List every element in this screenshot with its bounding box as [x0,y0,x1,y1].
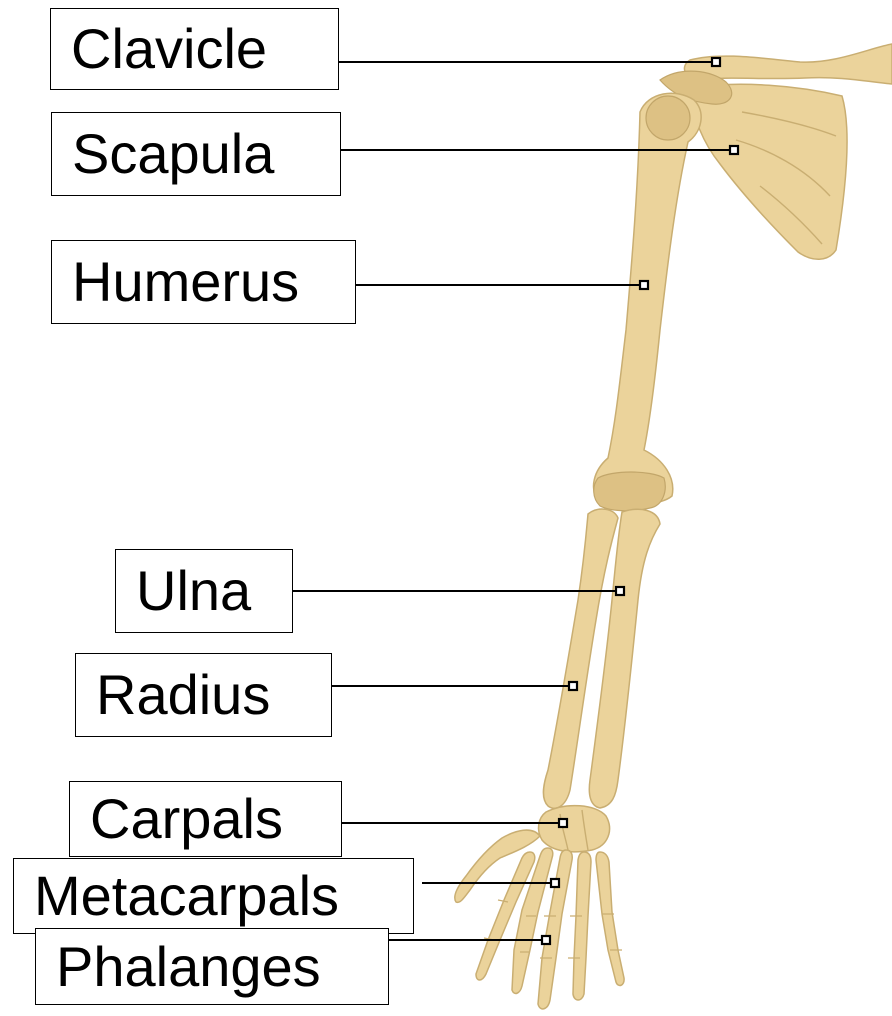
humerus-bone [594,93,702,504]
clavicle-pin-marker [712,58,720,66]
metacarpals-label: Metacarpals [13,858,414,934]
carpals-pin-marker [559,819,567,827]
scapula-pin-marker [730,146,738,154]
elbow-joint [594,472,666,511]
radius-pin-marker [569,682,577,690]
phalanges-label: Phalanges [35,928,389,1005]
scapula-label: Scapula [51,112,341,196]
humerus-pin-marker [640,281,648,289]
radius-label: Radius [75,653,332,737]
scapula-bone [690,84,847,259]
phalanges-pin-marker [542,936,550,944]
metacarpals-pin-marker [551,879,559,887]
ulna-label: Ulna [115,549,293,633]
clavicle-label: Clavicle [50,8,339,90]
finger-bones [476,848,624,1009]
carpal-bones [539,806,610,852]
humerus-label: Humerus [51,240,356,324]
carpals-label: Carpals [69,781,342,857]
ulna-pin-marker [616,587,624,595]
